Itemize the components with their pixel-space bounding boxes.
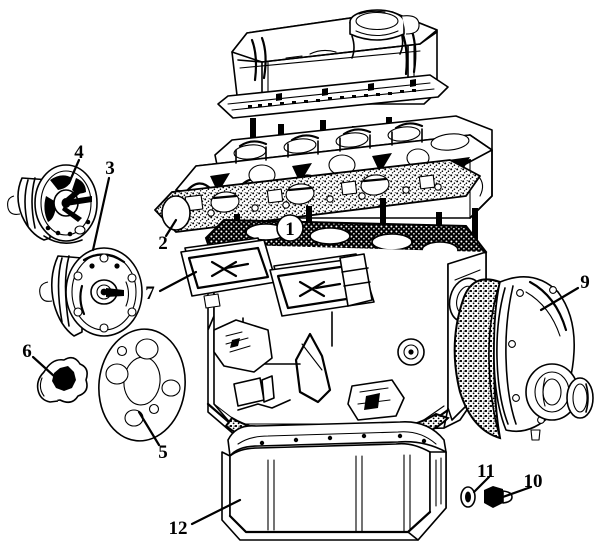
tappet-side-cover-rear — [269, 253, 375, 317]
drain-plug-washer — [460, 486, 476, 508]
callout-2-label: 2 — [158, 233, 168, 254]
callout-11-label: 11 — [477, 461, 495, 482]
callout-9-label: 9 — [580, 272, 590, 293]
oil-filler-cap — [349, 9, 420, 59]
water-pump-pulley — [7, 164, 98, 244]
callout-6-label: 6 — [22, 341, 32, 362]
oil-sump-pan — [221, 421, 447, 541]
oval-blanking-plug — [161, 195, 191, 231]
callout-1-label: 1 — [285, 219, 295, 240]
callout-5-label: 5 — [158, 442, 168, 463]
water-pump-body — [39, 247, 143, 337]
rocker-cover-gasket — [217, 74, 449, 119]
callout-7-label: 7 — [145, 283, 155, 304]
crank-oil-seal — [566, 377, 594, 419]
callout-10-label: 10 — [524, 471, 543, 492]
callout-labels: 4 3 2 7 6 5 12 9 11 10 — [22, 142, 590, 539]
callout-3-label: 3 — [105, 158, 115, 179]
leader-lines — [31, 158, 580, 526]
thermostat — [36, 356, 88, 404]
water-pump-gasket — [98, 328, 186, 442]
callout-12-label: 12 — [169, 518, 188, 539]
callout-1: 1 — [276, 214, 304, 242]
callout-4-label: 4 — [74, 142, 84, 163]
timing-chain-cover — [493, 276, 579, 441]
